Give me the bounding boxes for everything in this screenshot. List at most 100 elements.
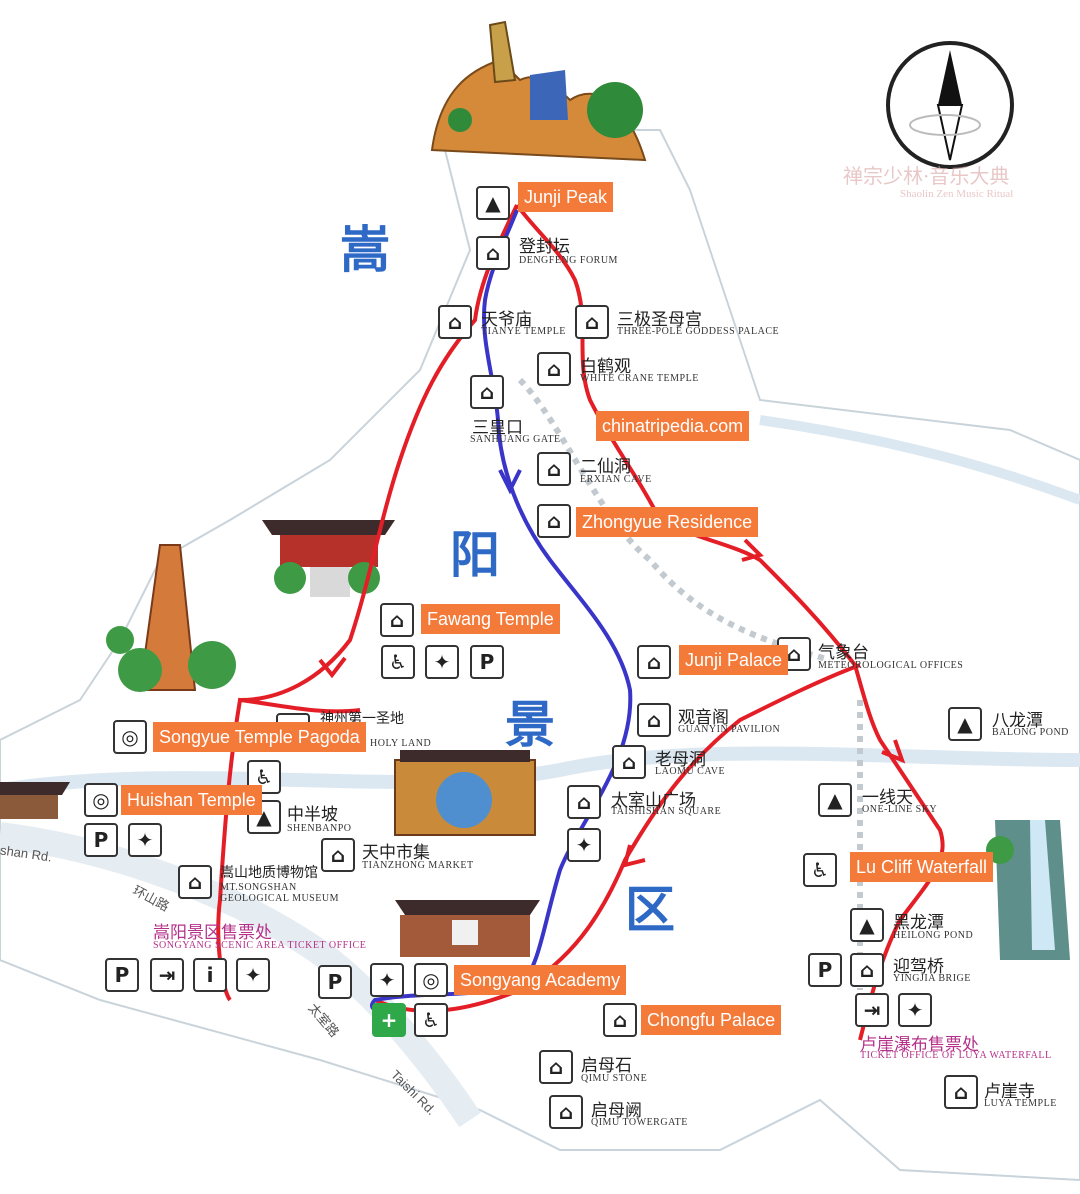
ticket-icon: ⇥ bbox=[150, 958, 184, 992]
zhongyue-residence-label[interactable]: Zhongyue Residence bbox=[576, 507, 759, 537]
huishan-temple-label[interactable]: Huishan Temple bbox=[121, 785, 262, 815]
scenic-spot-icon: ✦ bbox=[425, 645, 459, 679]
bridge-icon: ⌂ bbox=[850, 953, 884, 987]
peak-illustration bbox=[430, 20, 647, 162]
scenic-spot-icon: ✦ bbox=[370, 963, 404, 997]
luya-ticket-cn: 卢崖瀑布售票处 bbox=[860, 1035, 979, 1055]
residence-icon: ⌂ bbox=[537, 504, 571, 538]
dengfeng-forum-en: DENGFENG FORUM bbox=[519, 255, 618, 266]
info-icon: i bbox=[193, 958, 227, 992]
taishishan-square-en: TAISHISHAN SQUARE bbox=[611, 806, 722, 817]
museum-icon: ⌂ bbox=[178, 865, 212, 899]
trail bbox=[517, 377, 831, 663]
scenic-spot-icon: ✦ bbox=[567, 828, 601, 862]
cave-icon: ⌂ bbox=[537, 452, 571, 486]
shenbanpo-en: SHENBANPO bbox=[287, 823, 352, 834]
tianzhong-market-cn: 天中市集 bbox=[362, 843, 430, 863]
luya-temple-en: LUYA TEMPLE bbox=[984, 1098, 1057, 1109]
shenzhou-en: HOLY LAND bbox=[370, 738, 432, 749]
world-heritage-icon: ◎ bbox=[414, 963, 448, 997]
stream bbox=[759, 415, 1080, 505]
temple-icon: ⌂ bbox=[575, 305, 609, 339]
big-char-song: 嵩 bbox=[340, 221, 390, 279]
temple-icon: ⌂ bbox=[476, 236, 510, 270]
ticket-office-en: SONGYANG SCENIC AREA TICKET OFFICE bbox=[153, 940, 367, 951]
first-aid-icon: + bbox=[372, 1003, 406, 1037]
waterfall-illustration bbox=[986, 820, 1070, 960]
arrow-blue bbox=[498, 469, 522, 495]
geological-museum-cn: 嵩山地质博物馆 bbox=[220, 865, 318, 881]
qimu-stone-cn: 启母石 bbox=[581, 1056, 632, 1076]
songyang-academy-label[interactable]: Songyang Academy bbox=[454, 965, 627, 995]
cave-icon: ⌂ bbox=[612, 745, 646, 779]
market-icon: ⌂ bbox=[321, 838, 355, 872]
compass-icon bbox=[886, 41, 1014, 169]
sanhuang-gate-en: SANHUANG GATE bbox=[470, 434, 561, 445]
chinatripedia-label[interactable]: chinatripedia.com bbox=[596, 411, 750, 441]
scenic-spot-icon: ✦ bbox=[128, 823, 162, 857]
ticket-icon: ⇥ bbox=[855, 993, 889, 1027]
palace-icon: ⌂ bbox=[603, 1003, 637, 1037]
mountain-icon: ▲ bbox=[948, 707, 982, 741]
songyue-pagoda-label[interactable]: Songyue Temple Pagoda bbox=[153, 722, 366, 752]
one-line-sky-en: ONE-LINE SKY bbox=[862, 804, 938, 815]
toilet-icon: ♿ bbox=[247, 760, 281, 794]
toilet-icon: ♿ bbox=[414, 1003, 448, 1037]
parking-icon: P bbox=[105, 958, 139, 992]
square-icon: ⌂ bbox=[567, 785, 601, 819]
three-pole-cn: 三极圣母宫 bbox=[617, 310, 702, 330]
heilong-pond-en: HEILONG POND bbox=[893, 930, 974, 941]
erxian-cave-cn: 二仙洞 bbox=[580, 457, 631, 477]
towergate-icon: ⌂ bbox=[549, 1095, 583, 1129]
chongfu-palace-label[interactable]: Chongfu Palace bbox=[641, 1005, 782, 1035]
qimu-stone-en: QIMU STONE bbox=[581, 1073, 648, 1084]
balong-pond-en: BALONG POND bbox=[992, 727, 1069, 738]
toilet-icon: ♿ bbox=[381, 645, 415, 679]
yingjia-bridge-cn: 迎驾桥 bbox=[893, 957, 944, 977]
temple-icon: ⌂ bbox=[438, 305, 472, 339]
temple-icon: ⌂ bbox=[944, 1075, 978, 1109]
temple-illustration bbox=[262, 520, 395, 597]
parking-icon: P bbox=[84, 823, 118, 857]
three-pole-en: THREE-POLE GODDESS PALACE bbox=[617, 326, 780, 337]
market-illustration bbox=[394, 750, 536, 836]
one-line-sky-cn: 一线天 bbox=[862, 788, 913, 808]
junji-palace-label[interactable]: Junji Palace bbox=[679, 645, 789, 675]
scenic-spot-icon: ✦ bbox=[898, 993, 932, 1027]
luya-temple-cn: 卢崖寺 bbox=[984, 1082, 1035, 1102]
arrow-west bbox=[318, 656, 347, 679]
qimu-towergate-en: QIMU TOWERGATE bbox=[591, 1117, 688, 1128]
temple-icon: ⌂ bbox=[537, 352, 571, 386]
world-heritage-icon: ◎ bbox=[84, 783, 118, 817]
gate-icon: ⌂ bbox=[470, 375, 504, 409]
junji-peak-label[interactable]: Junji Peak bbox=[518, 182, 614, 212]
mountain-icon: ▲ bbox=[850, 908, 884, 942]
sanhuang-gate-cn: 三皇口 bbox=[472, 418, 523, 438]
academy-illustration bbox=[395, 900, 540, 957]
tianzhong-market-en: TIANZHONG MARKET bbox=[362, 860, 474, 871]
watermark-text: 禅宗少林·音乐大典 bbox=[843, 164, 1010, 188]
geological-museum-en: MT.SONGSHAN GEOLOGICAL MUSEUM bbox=[220, 882, 339, 904]
big-char-yang: 阳 bbox=[450, 526, 500, 584]
mountain-icon: ▲ bbox=[476, 186, 510, 220]
tianye-temple-cn: 天爷庙 bbox=[481, 310, 532, 330]
meteorological-en: METEOROLOGICAL OFFICES bbox=[818, 660, 964, 671]
dengfeng-forum-cn: 登封坛 bbox=[519, 237, 570, 257]
heilong-pond-cn: 黑龙潭 bbox=[893, 913, 944, 933]
temple-icon: ⌂ bbox=[380, 603, 414, 637]
stone-icon: ⌂ bbox=[539, 1050, 573, 1084]
scenic-spot-icon: ✦ bbox=[236, 958, 270, 992]
taishishan-square-cn: 太室山广场 bbox=[611, 791, 696, 811]
pagoda-illustration bbox=[106, 544, 236, 692]
erxian-cave-en: ERXIAN CAVE bbox=[580, 474, 652, 485]
big-char-jing: 景 bbox=[505, 696, 555, 754]
lu-cliff-waterfall-label[interactable]: Lu Cliff Waterfall bbox=[850, 852, 994, 882]
parking-icon: P bbox=[318, 965, 352, 999]
fawang-temple-label[interactable]: Fawang Temple bbox=[421, 604, 560, 634]
guanyin-pavilion-cn: 观音阁 bbox=[678, 708, 729, 728]
white-crane-en: WHITE CRANE TEMPLE bbox=[580, 373, 699, 384]
yingjia-bridge-en: YINGJIA BRIGE bbox=[893, 973, 971, 984]
world-heritage-icon: ◎ bbox=[113, 720, 147, 754]
watermark-subtext: Shaolin Zen Music Ritual bbox=[900, 188, 1014, 200]
